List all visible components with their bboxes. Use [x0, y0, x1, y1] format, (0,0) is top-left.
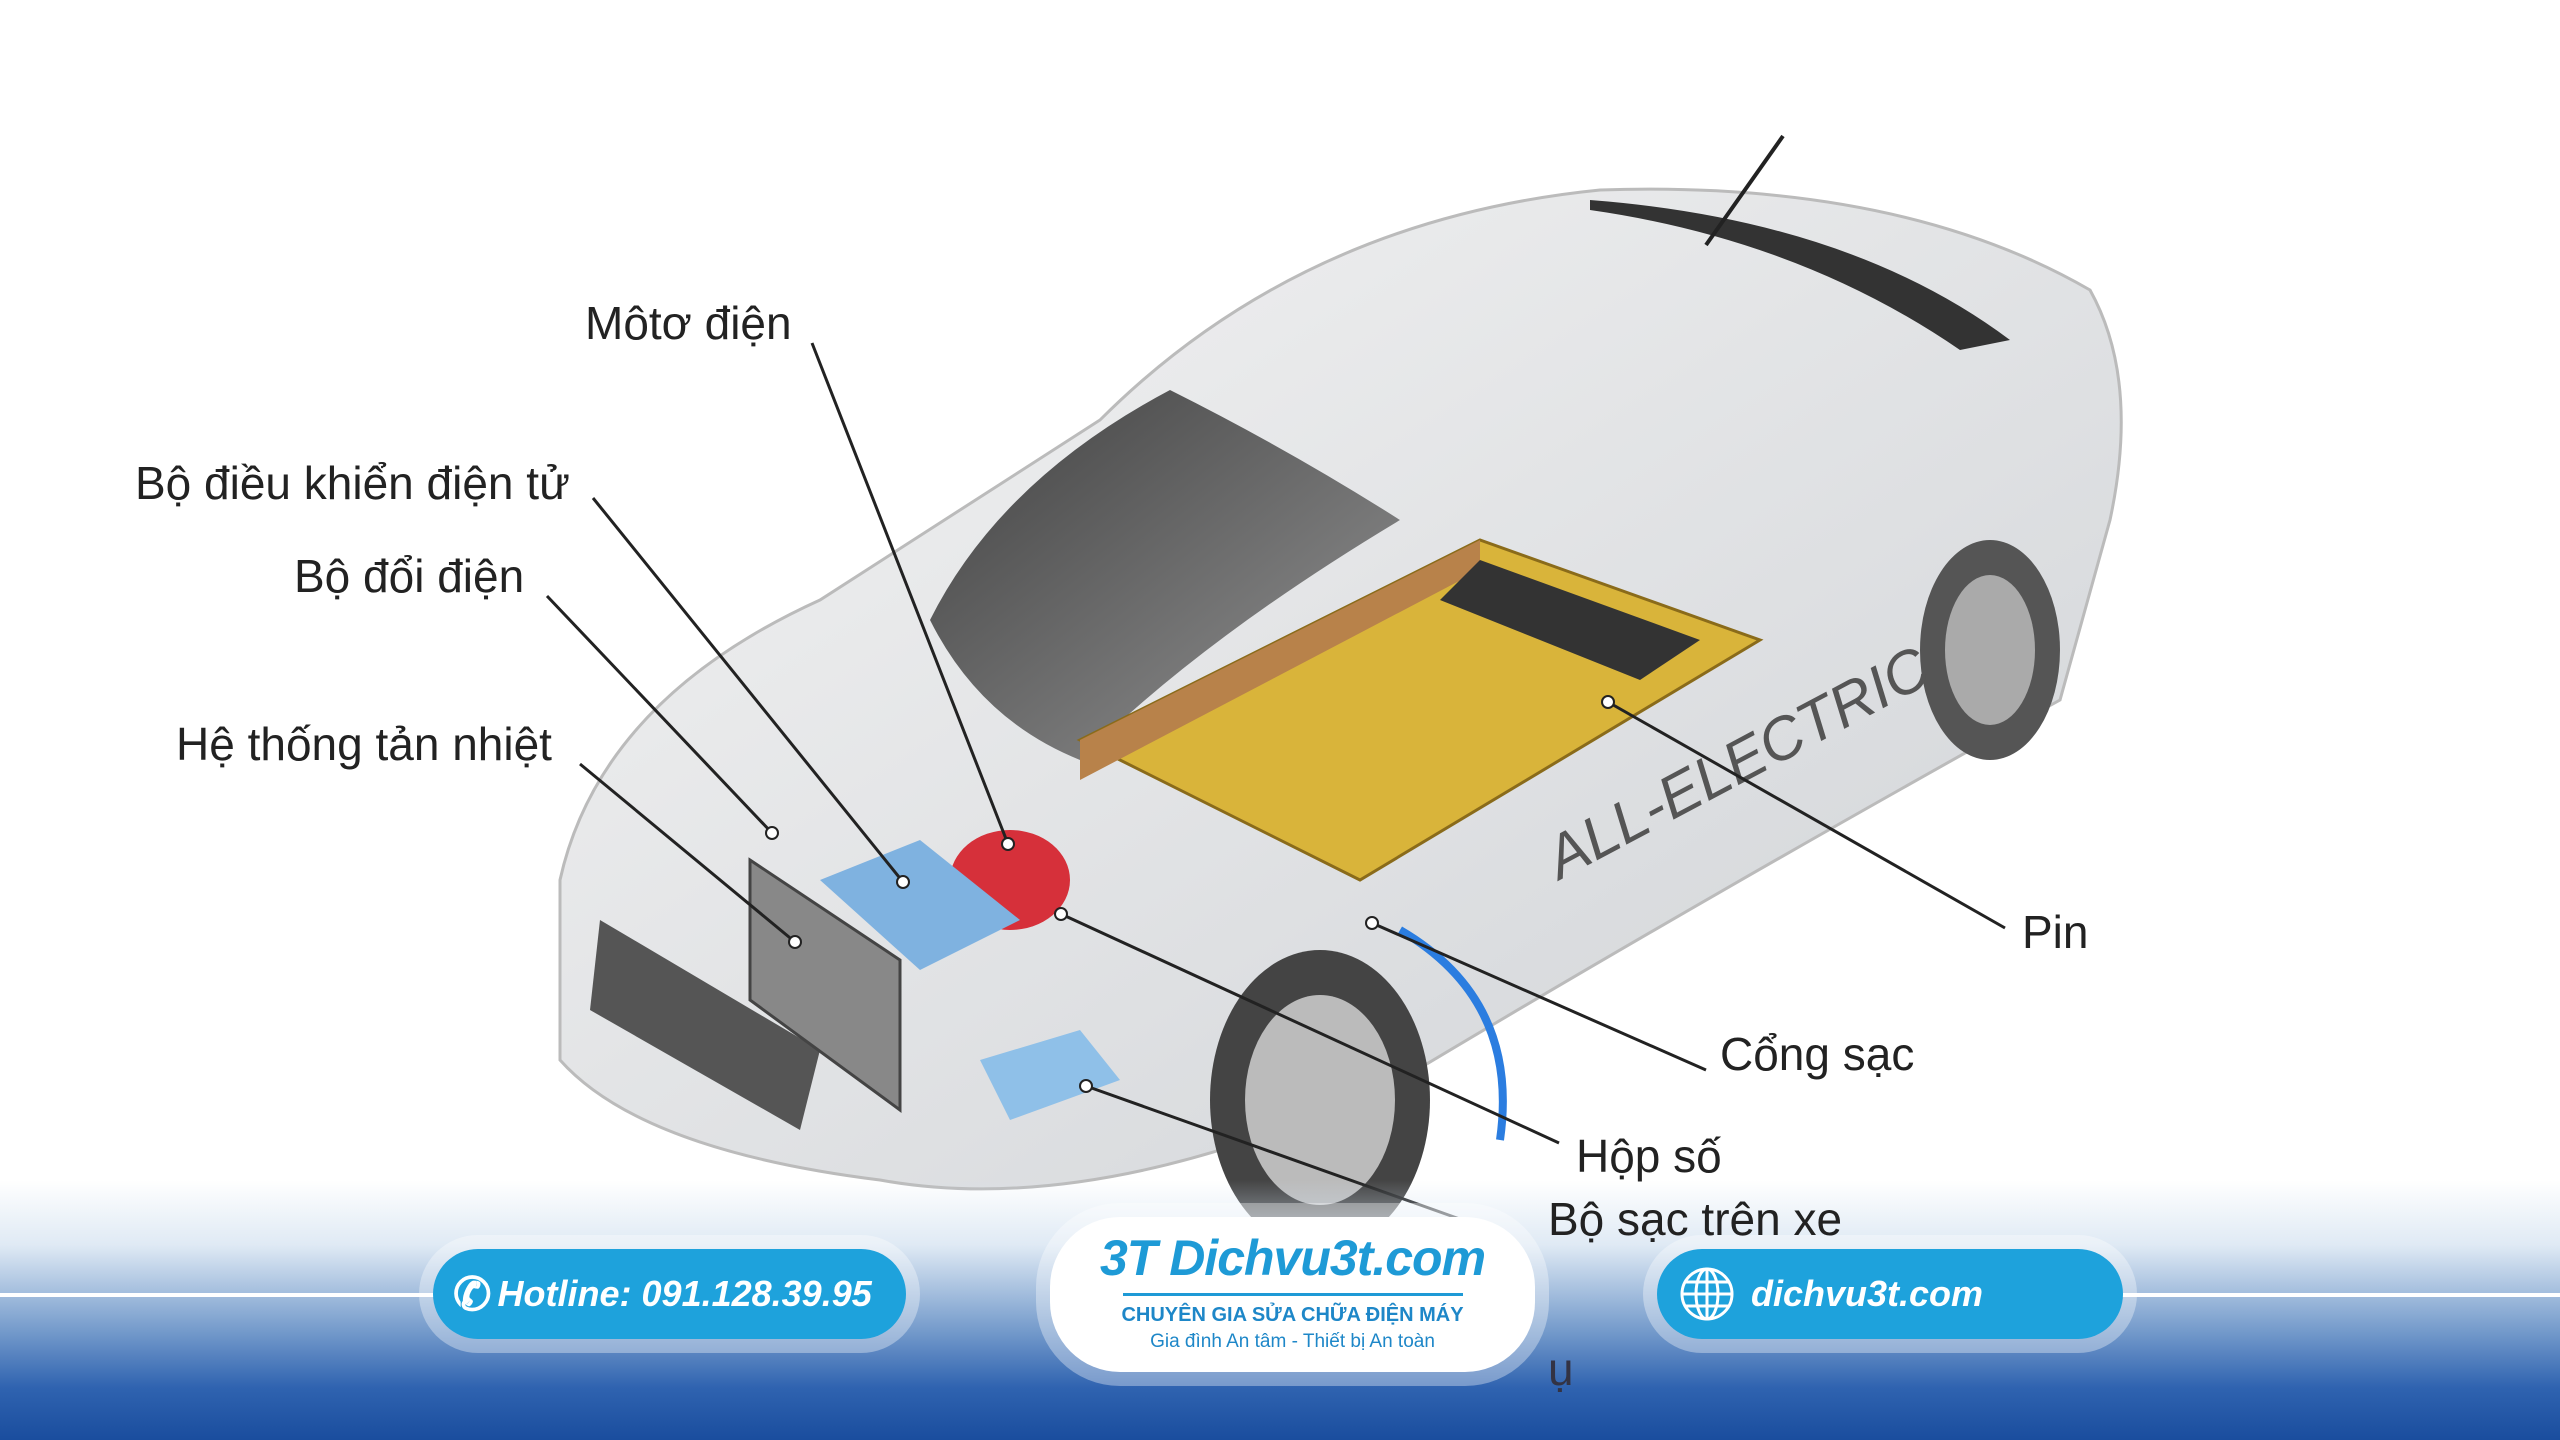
globe-icon: [1680, 1267, 1734, 1321]
label-motor: Môtơ điện: [585, 297, 792, 349]
label-charge-port: Cổng sạc: [1720, 1028, 1915, 1080]
label-battery: Pin: [2022, 906, 2089, 958]
controller-box: [820, 840, 1020, 970]
logo-slogan: CHUYÊN GIA SỬA CHỮA ĐIỆN MÁY: [1121, 1304, 1464, 1326]
label-cooling: Hệ thống tản nhiệt: [176, 718, 552, 770]
radiator: [748, 857, 902, 1113]
charger-box: [980, 1030, 1120, 1120]
windshield: [930, 390, 1400, 760]
label-onboard-charger: Bộ sạc trên xe: [1548, 1193, 1843, 1245]
logo-name: Dichvu3t.com: [1169, 1230, 1486, 1286]
website-text: dichvu3t.com: [1751, 1273, 1984, 1314]
hotline-button[interactable]: ✆ Hotline: 091.128.39.95: [433, 1249, 906, 1339]
logo-tagline: Gia đình An tâm - Thiết bị An toàn: [1150, 1331, 1435, 1352]
divider-left: [0, 1293, 440, 1297]
logo-divider: [1122, 1293, 1463, 1296]
rear-window: [1590, 200, 2010, 350]
label-converter: Bộ đổi điện: [294, 550, 525, 602]
antenna: [1704, 134, 1785, 247]
brand-logo[interactable]: 3T Dichvu3t.com CHUYÊN GIA SỬA CHỮA ĐIỆN…: [1050, 1217, 1535, 1372]
website-link[interactable]: dichvu3t.com: [1657, 1249, 2123, 1339]
phone-icon: ✆: [453, 1268, 492, 1320]
logo-mark: 3T: [1099, 1230, 1157, 1286]
label-partial: ụ: [1548, 1343, 1574, 1395]
hotline-text: Hotline: 091.128.39.95: [497, 1273, 872, 1314]
grille: [590, 920, 820, 1130]
label-controller: Bộ điều khiển điện tử: [135, 457, 570, 509]
divider-right: [2120, 1293, 2560, 1297]
label-gearbox: Hộp số: [1576, 1130, 1722, 1182]
